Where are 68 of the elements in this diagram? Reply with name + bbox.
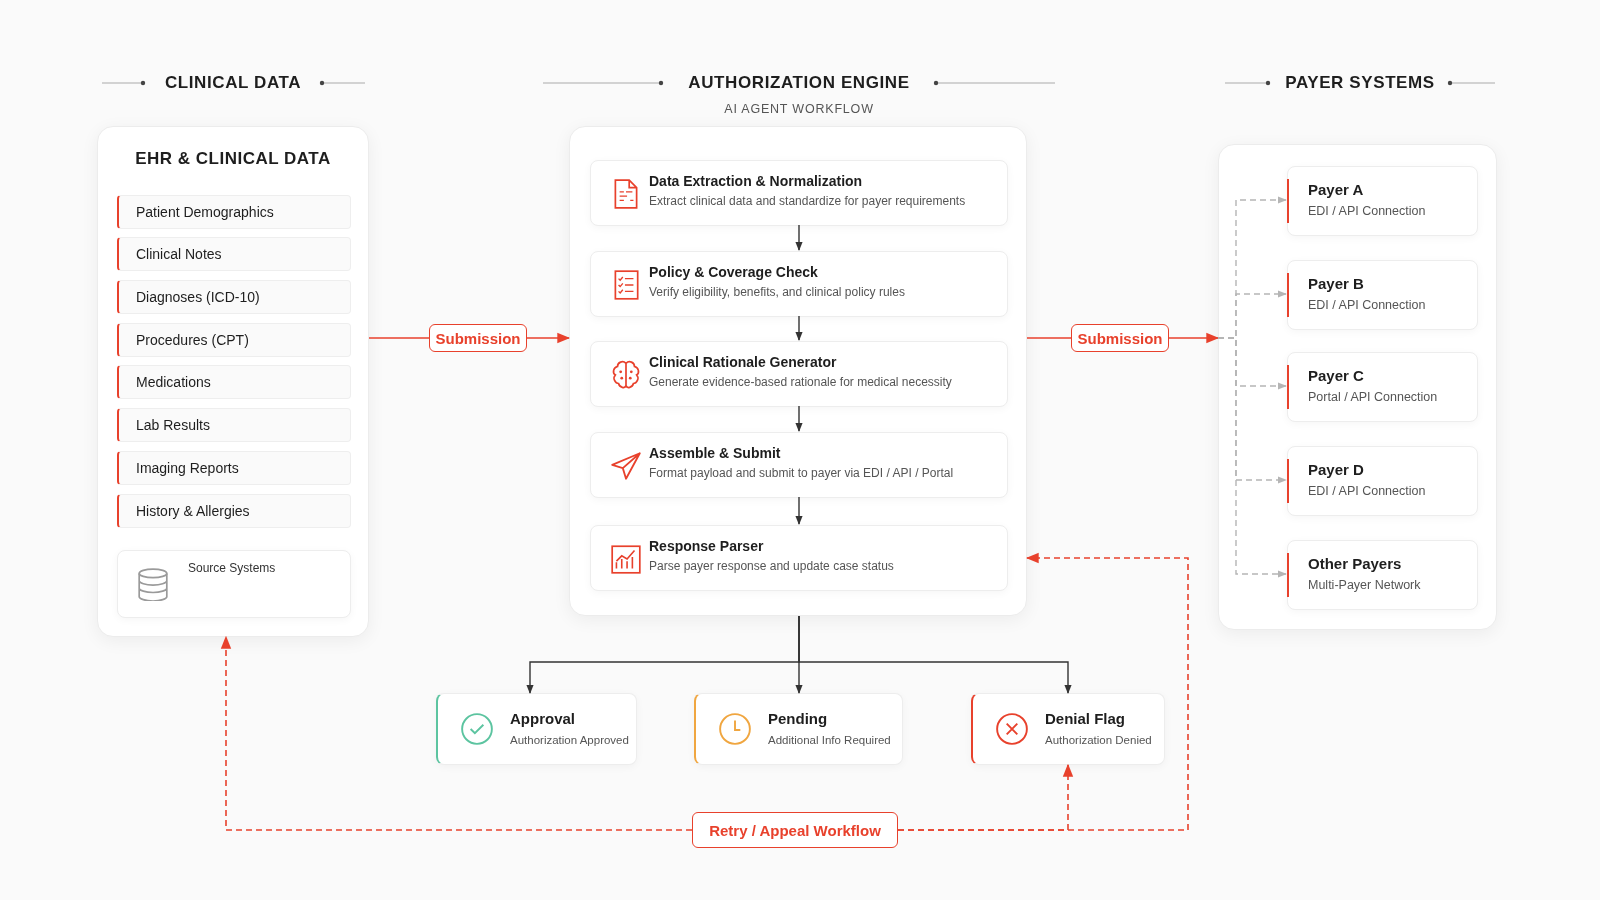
step-title: Clinical Rationale Generator	[649, 354, 837, 370]
section-heading: AUTHORIZATION ENGINE	[688, 73, 910, 93]
status-title: Approval	[510, 710, 575, 727]
section-heading: CLINICAL DATA	[164, 73, 302, 93]
step-title: Assemble & Submit	[649, 445, 781, 461]
arrow	[795, 315, 803, 341]
step-title: Response Parser	[649, 538, 764, 554]
data-item-card: History & Allergies	[117, 494, 351, 528]
payer-card	[1287, 540, 1478, 610]
arrow	[795, 496, 803, 525]
step-card	[590, 160, 1008, 226]
data-item-card: Diagnoses (ICD-10)	[117, 280, 351, 314]
dashed-arrow	[1217, 337, 1287, 578]
panel-card	[1218, 144, 1497, 630]
step-description: Generate evidence-based rationale for medical necessity	[649, 375, 952, 389]
step-title: Data Extraction & Normalization	[649, 173, 863, 189]
payer-name: Other Payers	[1308, 555, 1402, 572]
data-item-card: Procedures (CPT)	[117, 323, 351, 357]
payer-card	[1287, 352, 1478, 422]
panel-card	[569, 126, 1027, 616]
arrow	[798, 615, 1072, 694]
panel-card	[97, 126, 369, 637]
connection-type: Portal / API Connection	[1308, 390, 1438, 404]
step-card	[590, 525, 1008, 591]
payer-card	[1287, 446, 1478, 516]
step-description: Verify eligibility, benefits, and clinical policy rules	[649, 285, 905, 299]
workflow-tag: Retry / Appeal Workflow	[692, 812, 898, 848]
data-item-card: Medications	[117, 365, 351, 399]
status-description: Authorization Approved	[510, 734, 629, 746]
payer-name: Payer D	[1308, 461, 1364, 478]
step-description: Parse payer response and update case status	[649, 559, 894, 573]
connection-type: EDI / API Connection	[1308, 298, 1426, 312]
data-item-card: Imaging Reports	[117, 451, 351, 485]
arrow	[795, 224, 803, 251]
step-card	[590, 341, 1008, 407]
payer-name: Payer B	[1308, 275, 1364, 292]
status-title: Pending	[768, 710, 828, 727]
step-title: Policy & Coverage Check	[649, 264, 818, 280]
step-card	[590, 432, 1008, 498]
connection-type: EDI / API Connection	[1308, 204, 1426, 218]
payer-card	[1287, 260, 1478, 330]
dashed-arrow	[897, 552, 1189, 831]
status-title: Denial Flag	[1045, 710, 1126, 727]
status-card	[694, 693, 903, 765]
source-label: Source Systems	[188, 561, 276, 575]
status-card	[971, 693, 1165, 765]
connection-type: EDI / API Connection	[1308, 484, 1426, 498]
payer-name: Payer C	[1308, 367, 1364, 384]
step-card	[590, 251, 1008, 317]
section-subtitle: AI AGENT WORKFLOW	[724, 102, 874, 116]
panel-heading: EHR & CLINICAL DATA	[134, 149, 332, 169]
step-description: Extract clinical data and standardize for payer requirements	[649, 194, 966, 208]
edge-label: Submission	[1071, 324, 1169, 352]
data-item-card: Patient Demographics	[117, 195, 351, 229]
data-item-card: Clinical Notes	[117, 237, 351, 271]
status-description: Authorization Denied	[1045, 734, 1152, 746]
step-description: Format payload and submit to payer via EDI / API / Portal	[649, 466, 954, 480]
section-heading: PAYER SYSTEMS	[1285, 73, 1435, 93]
status-card	[436, 693, 637, 765]
arrow	[795, 405, 803, 432]
connection-type: Multi-Payer Network	[1308, 578, 1421, 592]
status-description: Additional Info Required	[768, 734, 891, 746]
payer-card	[1287, 166, 1478, 236]
dashed-arrow	[220, 635, 693, 831]
data-item-card: Lab Results	[117, 408, 351, 442]
payer-name: Payer A	[1308, 181, 1364, 198]
edge-label: Submission	[429, 324, 527, 352]
source-card	[117, 550, 351, 618]
